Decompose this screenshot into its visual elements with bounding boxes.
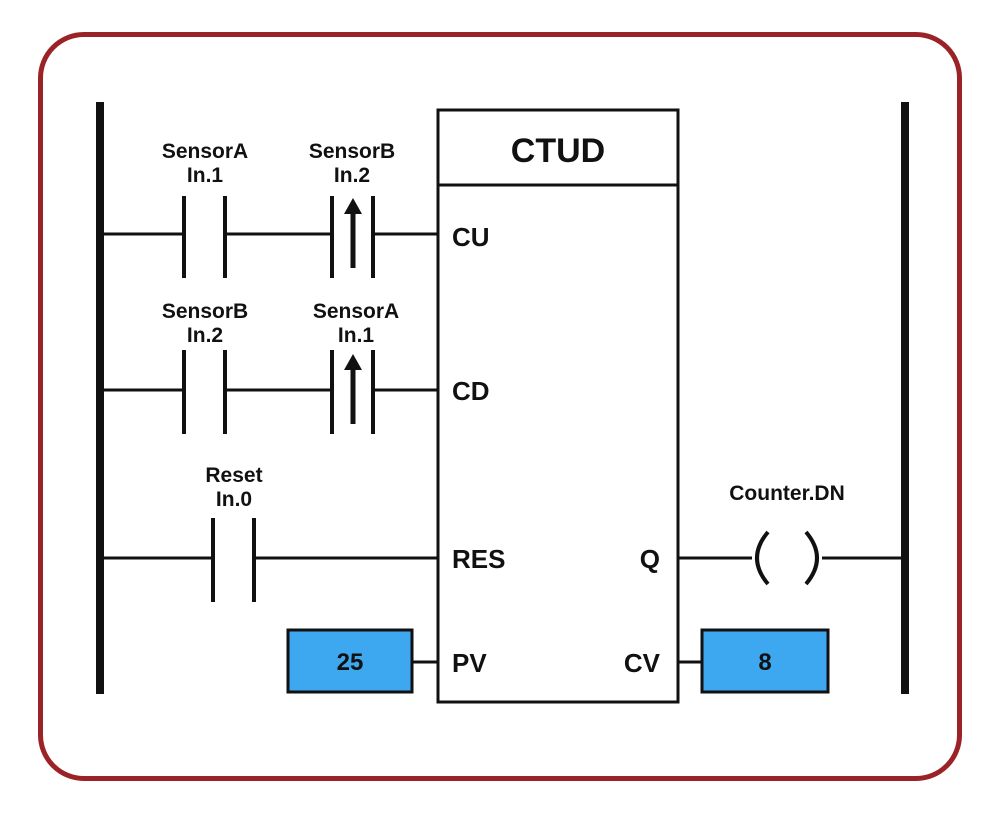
- block-title: CTUD: [511, 132, 605, 170]
- preset-value: 25: [337, 649, 364, 676]
- coil-right-arc: [804, 530, 819, 586]
- rising-edge-contact-sensora-in1: SensorA In.1: [313, 300, 399, 434]
- contact-name: SensorA: [162, 140, 248, 163]
- output-q-label: Q: [640, 544, 660, 574]
- contact-name: Reset: [205, 464, 262, 487]
- current-value-box: 8: [678, 628, 830, 694]
- contact-sensora-in1: SensorA In.1: [162, 140, 248, 278]
- output-cv-label: CV: [624, 648, 661, 678]
- contact-address: In.2: [187, 324, 223, 347]
- input-res-label: RES: [452, 544, 505, 574]
- coil-left-arc: [755, 530, 770, 586]
- contact-name: SensorB: [162, 300, 248, 323]
- input-cd-label: CD: [452, 376, 490, 406]
- contact-sensorb-in2: SensorB In.2: [162, 300, 248, 434]
- contact-address: In.2: [334, 164, 370, 187]
- contact-name: SensorA: [313, 300, 399, 323]
- coil-counter-dn: Counter.DN: [729, 482, 845, 586]
- current-value: 8: [758, 649, 771, 676]
- contact-address: In.0: [216, 488, 252, 511]
- preset-value-box: 25: [286, 628, 438, 694]
- ctud-block: CTUD CU CD RES PV Q CV: [436, 108, 680, 704]
- arrow-up-icon: [344, 198, 362, 214]
- contact-reset-in0: Reset In.0: [205, 464, 263, 602]
- rising-edge-contact-sensorb-in2: SensorB In.2: [309, 140, 395, 278]
- contact-address: In.1: [187, 164, 223, 187]
- input-cu-label: CU: [452, 222, 490, 252]
- contact-address: In.1: [338, 324, 374, 347]
- contact-name: SensorB: [309, 140, 395, 163]
- coil-name: Counter.DN: [729, 482, 845, 505]
- arrow-up-icon: [344, 354, 362, 370]
- input-pv-label: PV: [452, 648, 487, 678]
